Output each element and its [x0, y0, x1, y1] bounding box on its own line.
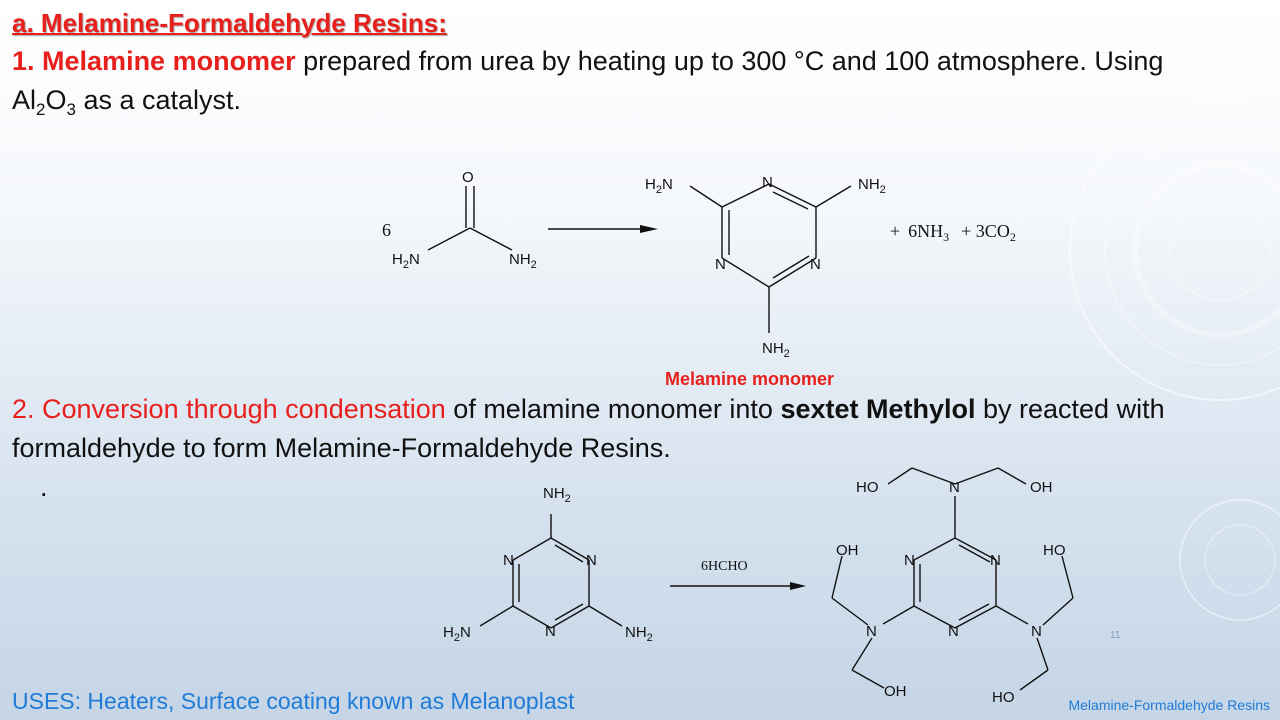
stray-dot: .: [40, 472, 48, 502]
svg-text:N: N: [948, 623, 959, 640]
sextet-methylol: sextet Methylol: [780, 394, 976, 424]
slide-number: 11: [1110, 630, 1121, 641]
slide-title: a. Melamine-Formaldehyde Resins:: [12, 8, 447, 38]
uses-text: USES: Heaters, Surface coating known as …: [12, 688, 575, 714]
svg-text:N: N: [904, 552, 915, 569]
byproducts: +6NH3+ 3CO2: [890, 221, 1016, 244]
svg-text:NH2: NH2: [762, 340, 790, 360]
svg-text:N: N: [866, 623, 877, 640]
svg-text:N: N: [762, 174, 773, 191]
svg-text:HO: HO: [992, 689, 1015, 706]
svg-text:H2N: H2N: [645, 176, 673, 196]
svg-text:OH: OH: [884, 683, 907, 700]
reagent-label: 6HCHO: [701, 559, 748, 574]
melamine-monomer-highlight: Melamine monomer: [42, 46, 296, 76]
svg-text:N: N: [545, 623, 556, 640]
footer-text: Melamine-Formaldehyde Resins: [1068, 697, 1270, 713]
svg-text:H2N: H2N: [443, 624, 471, 644]
arrow-head-icon: [640, 225, 658, 233]
svg-text:N: N: [503, 552, 514, 569]
svg-text:H2N: H2N: [392, 251, 420, 271]
svg-text:OH: OH: [836, 542, 859, 559]
svg-text:O: O: [462, 169, 474, 186]
svg-text:NH2: NH2: [509, 251, 537, 271]
step-1-text: 1. Melamine monomer prepared from urea b…: [12, 46, 1164, 119]
svg-text:N: N: [949, 479, 960, 496]
svg-text:N: N: [1031, 623, 1042, 640]
reaction-coefficient: 6: [382, 220, 391, 240]
svg-text:N: N: [715, 256, 726, 273]
svg-text:NH2: NH2: [625, 624, 653, 644]
svg-text:HO: HO: [1043, 542, 1066, 559]
melamine-monomer-caption: Melamine monomer: [665, 369, 835, 389]
svg-text:NH2: NH2: [858, 176, 886, 196]
svg-text:HO: HO: [856, 479, 879, 496]
condensation-highlight: 2. Conversion through condensation: [12, 394, 446, 424]
svg-text:N: N: [990, 552, 1001, 569]
svg-text:N: N: [810, 256, 821, 273]
svg-text:NH2: NH2: [543, 485, 571, 505]
svg-text:N: N: [586, 552, 597, 569]
arrow-head-icon: [790, 582, 806, 590]
step-2-text: 2. Conversion through condensation of me…: [12, 394, 1165, 463]
svg-text:OH: OH: [1030, 479, 1053, 496]
